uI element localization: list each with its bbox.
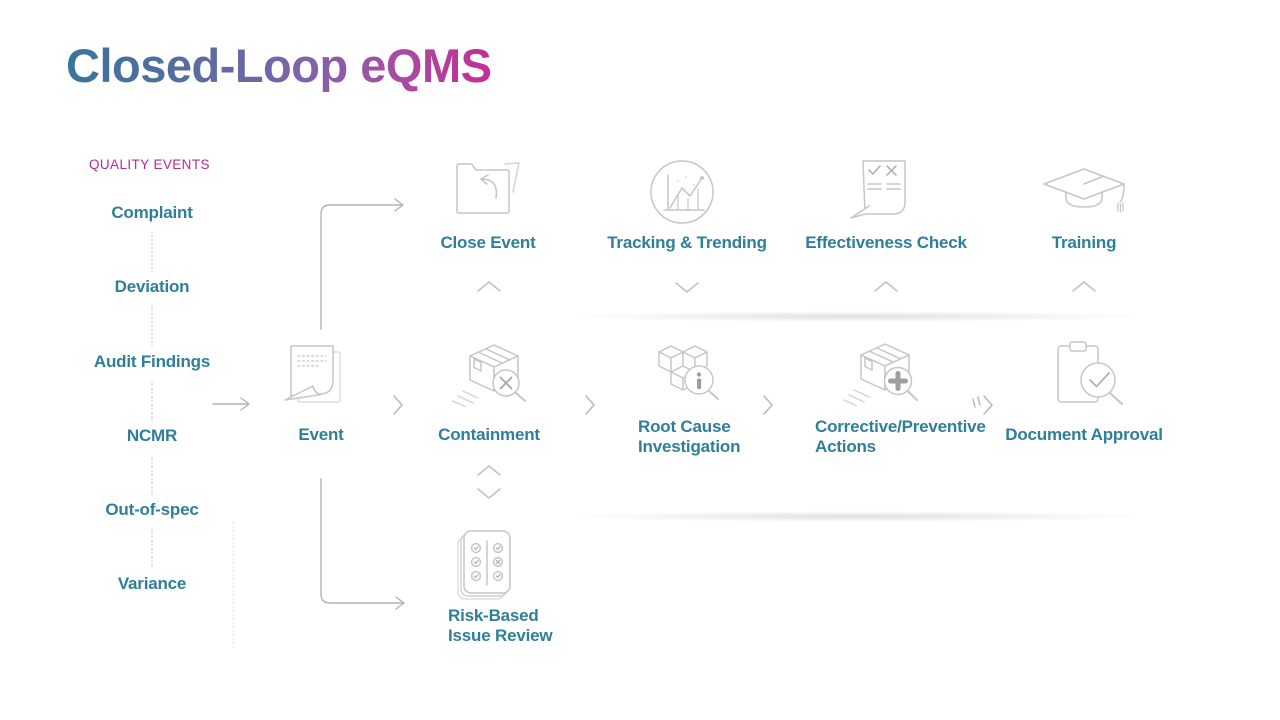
- dotted-connector-faint: [232, 522, 234, 648]
- node-label-risk-review: Risk-Based Issue Review: [448, 606, 553, 645]
- box-magnifier-x-icon: [452, 344, 526, 408]
- elbow-arrow-up: [320, 198, 404, 330]
- elbow-arrow-down: [320, 478, 405, 610]
- dotted-connector: [151, 529, 153, 569]
- chevron-down-icon: [477, 488, 501, 499]
- quality-event-complaint: Complaint: [111, 203, 193, 222]
- clipboard-magnifier-check-icon: [1057, 341, 1123, 405]
- node-label-effectiveness-check: Effectiveness Check: [805, 233, 967, 252]
- dotted-connector: [151, 232, 153, 272]
- graduation-cap-icon: [1043, 168, 1125, 213]
- node-label-capa: Corrective/Preventive Actions: [815, 417, 986, 456]
- shadow-divider-bottom: [452, 509, 1262, 524]
- shadow-divider-top: [452, 309, 1262, 324]
- chevron-right-icon: [763, 395, 773, 415]
- node-label-tracking-trending: Tracking & Trending: [607, 233, 767, 252]
- node-label-training: Training: [1051, 233, 1117, 252]
- quality-events-heading: QUALITY EVENTS: [89, 157, 210, 172]
- dotted-connector: [151, 455, 153, 495]
- node-label-containment: Containment: [438, 425, 540, 444]
- quality-event-ncmr: NCMR: [126, 426, 178, 445]
- trend-chart-circle-icon: [650, 160, 714, 224]
- dotted-connector: [151, 306, 153, 347]
- quality-event-out-of-spec: Out-of-spec: [105, 500, 199, 519]
- box-magnifier-plus-icon: [843, 343, 918, 407]
- chevron-up-icon: [477, 281, 501, 292]
- chevron-up-icon: [477, 465, 501, 476]
- document-pages-icon: [284, 345, 341, 403]
- chevron-right-icon: [393, 395, 403, 415]
- dotted-connector: [151, 381, 153, 421]
- quality-event-variance: Variance: [117, 574, 187, 593]
- page-title: Closed-Loop eQMS: [66, 39, 492, 92]
- review-cards-checks-icon: [457, 530, 511, 600]
- entry-arrow: [212, 397, 250, 411]
- folder-return-arrow-icon: [456, 162, 520, 214]
- chevron-right-icon: [585, 395, 595, 415]
- node-label-root-cause: Root Cause Investigation: [638, 417, 741, 456]
- chevron-down-icon: [675, 282, 699, 293]
- quality-event-audit-findings: Audit Findings: [93, 352, 211, 371]
- node-label-event: Event: [298, 425, 344, 444]
- chevron-up-icon: [874, 281, 898, 292]
- node-label-close-event: Close Event: [440, 233, 536, 252]
- quality-event-deviation: Deviation: [114, 277, 190, 296]
- node-label-document-approval: Document Approval: [1005, 425, 1163, 444]
- cubes-magnifier-info-icon: [658, 345, 719, 400]
- chevron-right-ticks-icon: [972, 395, 993, 415]
- chevron-up-icon: [1072, 281, 1096, 292]
- checklist-document-icon: [850, 160, 906, 219]
